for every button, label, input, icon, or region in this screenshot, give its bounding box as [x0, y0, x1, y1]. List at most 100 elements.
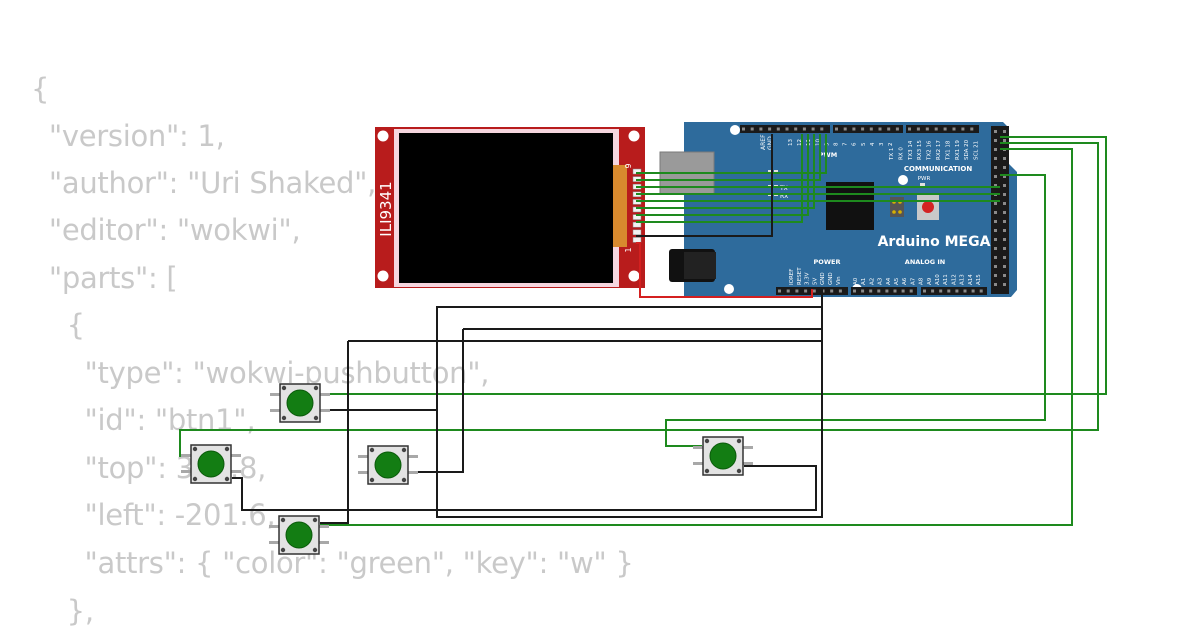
- header-pin: [1003, 265, 1006, 268]
- header-pin: [923, 289, 926, 293]
- mount-hole: [724, 284, 734, 294]
- pin-label: 5V: [812, 278, 818, 285]
- header-pin: [994, 130, 997, 133]
- button-corner: [369, 447, 375, 453]
- button-leg: [181, 454, 191, 457]
- code-line: "parts": [: [31, 261, 178, 295]
- button-cap[interactable]: [374, 451, 402, 479]
- pin-label: A15: [976, 274, 982, 285]
- pushbuttons[interactable]: [181, 383, 753, 555]
- power-jack-body: [684, 252, 716, 279]
- button-corner: [369, 477, 375, 483]
- ili9341-display[interactable]: ILI9341 9 1: [375, 127, 645, 288]
- header-pin: [830, 289, 834, 293]
- button-corner: [280, 517, 286, 523]
- pin-label: 13: [788, 139, 794, 146]
- button-corner: [312, 547, 318, 553]
- button-corner: [280, 547, 286, 553]
- button-corner: [704, 438, 710, 444]
- button-corner: [736, 468, 742, 474]
- button-corner: [224, 446, 230, 452]
- button-cap[interactable]: [286, 389, 314, 417]
- board-name: Arduino MEGA: [878, 234, 991, 250]
- pin-label: 5: [861, 142, 867, 146]
- wire-green: [636, 134, 827, 174]
- header-pin: [838, 289, 842, 293]
- header-pin: [1003, 130, 1006, 133]
- header-pin: [1003, 283, 1006, 286]
- pin-label: A7: [910, 277, 916, 285]
- header-pin: [1003, 256, 1006, 259]
- header-pin: [955, 289, 959, 293]
- pushbutton[interactable]: [358, 445, 418, 485]
- pwr-led-label: PWR: [918, 176, 931, 182]
- pin-label: 8: [834, 142, 840, 146]
- code-line: {: [31, 308, 85, 342]
- display-pin: [632, 229, 642, 236]
- analog-in-label: ANALOG IN: [905, 258, 945, 266]
- header-pin: [820, 127, 824, 131]
- header-pin: [994, 211, 997, 214]
- header-pin: [994, 157, 997, 160]
- analog-header-high: [921, 287, 987, 295]
- code-line: "author": "Uri Shaked",: [31, 166, 377, 200]
- wire-green: [320, 136, 1107, 395]
- wire-green: [636, 134, 821, 181]
- reset-button-cap[interactable]: [922, 201, 934, 213]
- header-pin: [835, 127, 838, 131]
- pushbutton[interactable]: [269, 515, 329, 555]
- button-corner: [281, 415, 287, 421]
- mount-hole: [377, 270, 389, 282]
- arduino-mega-board[interactable]: Arduino MEGA PWM COMMUNICATION POWER ANA…: [659, 122, 1017, 297]
- rx-led-label: RX: [780, 193, 788, 200]
- wire-black: [408, 329, 464, 473]
- button-leg: [693, 446, 703, 449]
- pin-label: GND: [820, 272, 826, 285]
- pin-label: IOREF: [789, 269, 795, 285]
- button-leg: [269, 525, 279, 528]
- header-pin: [994, 283, 997, 286]
- pin-label: 3: [879, 142, 885, 146]
- pin-label: TX3 14: [908, 140, 914, 161]
- button-cap[interactable]: [285, 521, 313, 549]
- button-cap[interactable]: [709, 442, 737, 470]
- header-pin: [1003, 139, 1006, 142]
- code-line: },: [31, 594, 94, 628]
- pin-label: A11: [943, 274, 949, 285]
- header-pin: [802, 127, 806, 131]
- header-pin: [961, 127, 965, 131]
- header-pin: [994, 175, 997, 178]
- header-pin: [1003, 202, 1006, 205]
- wire-black: [320, 341, 349, 524]
- header-pin: [994, 220, 997, 223]
- display-pin: [632, 237, 642, 243]
- button-leg: [408, 471, 418, 474]
- header-pin: [947, 289, 951, 293]
- header-pin: [778, 289, 781, 293]
- button-leg: [358, 455, 368, 458]
- header-pin: [1003, 229, 1006, 232]
- pushbutton[interactable]: [693, 436, 753, 476]
- header-pin: [812, 289, 816, 293]
- pin-label: 4: [870, 142, 876, 146]
- header-pin: [979, 289, 983, 293]
- header-pin: [893, 289, 897, 293]
- header-pin: [1003, 211, 1006, 214]
- pushbutton[interactable]: [270, 383, 330, 423]
- header-pin: [994, 256, 997, 259]
- pushbutton[interactable]: [181, 444, 241, 484]
- header-pin: [795, 289, 799, 293]
- wires: [179, 134, 1107, 526]
- header-pin: [994, 148, 997, 151]
- button-cap[interactable]: [197, 450, 225, 478]
- digital-header-low: [740, 125, 830, 133]
- button-leg: [319, 525, 329, 528]
- wire-green: [636, 134, 803, 223]
- header-pin: [925, 127, 929, 131]
- display-flex-cable: [613, 165, 627, 247]
- pin-label: 10: [815, 139, 821, 146]
- header-pin: [1003, 220, 1006, 223]
- digital-header-pwm: [833, 125, 903, 133]
- button-corner: [224, 476, 230, 482]
